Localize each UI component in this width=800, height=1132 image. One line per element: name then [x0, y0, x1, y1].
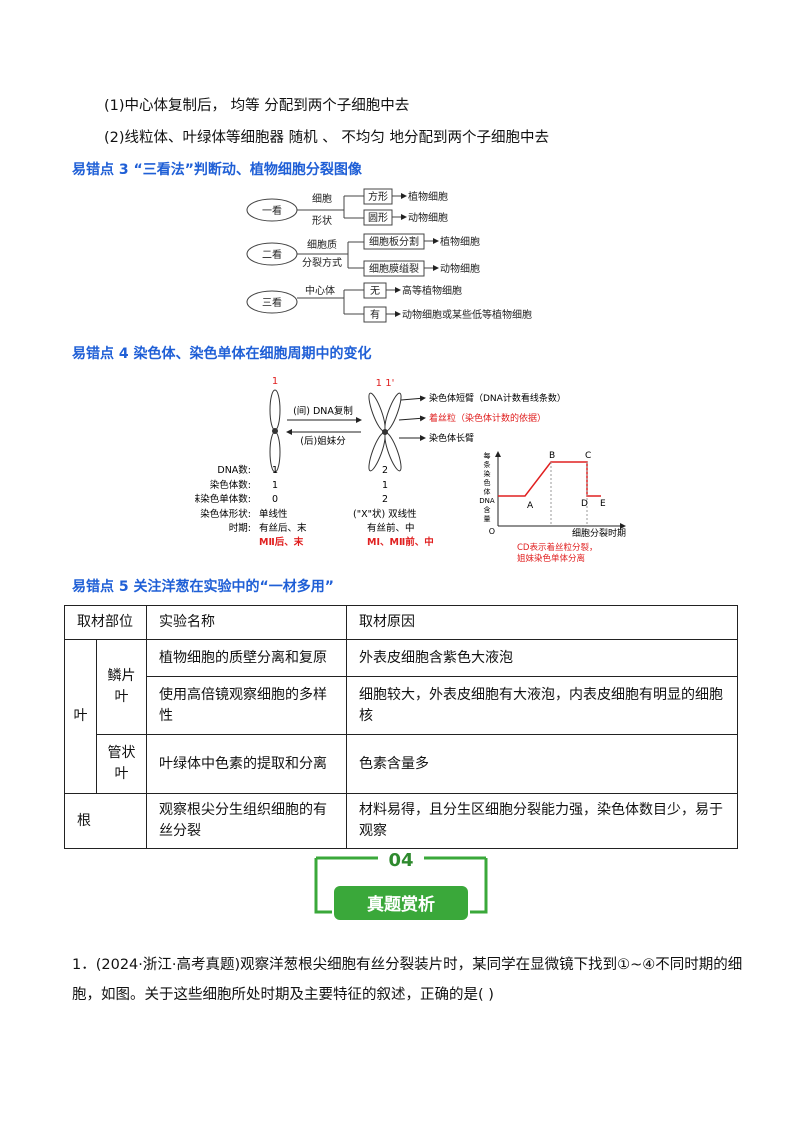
- single-chromosome: [269, 389, 281, 473]
- arrow-bottom-text: (后)姐妹分: [300, 435, 346, 447]
- graph-ylabel-char: 体: [484, 487, 491, 496]
- tube-leaf-cell: 管状 叶: [96, 734, 147, 794]
- graph-ylabel-char: 每: [484, 451, 491, 460]
- look2-box2: 细胞膜缢裂: [369, 262, 419, 275]
- row-dna-label: DNA数:: [217, 464, 251, 476]
- look1-box1: 方形: [368, 190, 388, 203]
- graph-ylabel-char: 色: [484, 478, 491, 487]
- section4-heading: 易错点 4 染色体、染色单体在细胞周期中的变化: [72, 346, 372, 362]
- row-chromatid-left: 0: [272, 494, 278, 505]
- look3-result1: 高等植物细胞: [402, 284, 462, 297]
- onion-experiments-table: 取材部位 实验名称 取材原因 叶 鳞片 叶 植物细胞的质壁分离和复原 外表皮细胞…: [64, 605, 738, 849]
- banner-title: 真题赏析: [367, 894, 435, 915]
- red-period-left: MⅡ后、末: [259, 536, 304, 548]
- row-chromosome-left: 1: [272, 480, 278, 491]
- look1-text: 一看: [262, 204, 282, 217]
- look1-result2: 动物细胞: [408, 211, 448, 224]
- table-header: 实验名称: [146, 605, 347, 640]
- look3-text: 三看: [262, 296, 282, 309]
- shape-right: ("X"状) 双线性: [353, 508, 417, 520]
- leaf-cell: 叶: [64, 639, 97, 794]
- period-left: 有丝后、末: [259, 522, 307, 534]
- banner-title-bg: [334, 886, 468, 920]
- arrow-top-text: (间) DNA复制: [293, 405, 353, 417]
- scale-leaf-cell: 鳞片 叶: [96, 639, 147, 735]
- look3-label: 中心体: [305, 284, 335, 297]
- look2-label-a: 细胞质: [307, 238, 337, 251]
- look3-box2: 有: [370, 308, 380, 321]
- question-text: 1．(2024·浙江·高考真题)观察洋葱根尖细胞有丝分裂装片时，某同学在显微镜下…: [72, 957, 743, 1003]
- red-period-right: MⅠ、MⅡ前、中: [367, 536, 434, 548]
- root-cell: 根: [64, 793, 147, 849]
- graph-origin: O: [489, 527, 495, 536]
- graph-ylabel-char: 染: [484, 469, 491, 478]
- graph-xlabel: 细胞分裂时期: [572, 527, 626, 539]
- period-right: 有丝前、中: [367, 522, 415, 534]
- shape-label: 染色体形状:: [200, 508, 251, 520]
- table-cell: 细胞较大，外表皮细胞有大液泡，内表皮细胞有明显的细胞核: [346, 676, 738, 735]
- table-cell: 植物细胞的质壁分离和复原: [146, 639, 347, 677]
- chromosome-change-figure: 1 1 1' (间) DNA复制 (后)姐妹分 染色体短臂（DNA计数看线条数）…: [195, 376, 626, 564]
- chromosome-label-1: 1: [272, 376, 278, 387]
- table-cell: 观察根尖分生组织细胞的有丝分裂: [146, 793, 347, 849]
- section-banner: 04 真题赏析: [314, 850, 488, 920]
- point-b: B: [549, 451, 555, 461]
- look3-box1: 无: [370, 286, 380, 297]
- look2-label-b: 分裂方式: [302, 256, 342, 269]
- right-label-1: 染色体短臂（DNA计数看线条数）: [429, 392, 566, 404]
- look1-label-b: 形状: [312, 214, 332, 227]
- intro-line-2: (2)线粒体、叶绿体等细胞器 随机 、 不均匀 地分配到两个子细胞中去: [104, 130, 549, 146]
- graph-ylabel-char: 条: [484, 460, 491, 469]
- look2-text: 二看: [262, 248, 282, 261]
- point-e: E: [600, 499, 606, 509]
- graph-ylabel-char: 量: [484, 515, 491, 523]
- intro-line-1: (1)中心体复制后， 均等 分配到两个子细胞中去: [104, 98, 410, 114]
- graph-ylabel-char: DNA: [479, 497, 495, 505]
- table-cell: 使用高倍镜观察细胞的多样性: [146, 676, 347, 735]
- point-d: D: [581, 499, 588, 509]
- period-label: 时期:: [229, 522, 251, 534]
- graph-note-2: 姐妹染色单体分离: [517, 553, 585, 564]
- look3-result2: 动物细胞或某些低等植物细胞: [402, 308, 532, 321]
- table-cell: 外表皮细胞含紫色大液泡: [346, 639, 738, 677]
- right-label-2: 着丝粒（染色体计数的依据）: [429, 412, 546, 424]
- three-look-diagram: 一看 二看 三看 细胞 形状 细胞质 分裂方式 中心体 方形 圆形 细胞板分割 …: [246, 188, 532, 323]
- table-row: 管状 叶 叶绿体中色素的提取和分离 色素含量多: [65, 734, 738, 794]
- look2-result1: 植物细胞: [440, 235, 480, 248]
- table-row: 使用高倍镜观察细胞的多样性 细胞较大，外表皮细胞有大液泡，内表皮细胞有明显的细胞…: [65, 676, 738, 735]
- section3-heading: 易错点 3 “三看法”判断动、植物细胞分裂图像: [72, 162, 362, 178]
- table-cell: 材料易得，且分生区细胞分裂能力强，染色体数目少，易于观察: [346, 793, 738, 849]
- right-label-3: 染色体长臂: [429, 432, 474, 444]
- table-row: 根 观察根尖分生组织细胞的有丝分裂 材料易得，且分生区细胞分裂能力强，染色体数目…: [64, 793, 738, 849]
- shape-left: 单线性: [259, 508, 288, 520]
- table-header-row: 取材部位 实验名称 取材原因: [64, 605, 738, 640]
- row-chromatid-label: 姐妹染色单体数:: [195, 493, 251, 505]
- table-cell: 叶绿体中色素的提取和分离: [146, 734, 347, 794]
- row-chromosome-label: 染色体数:: [210, 479, 251, 491]
- dna-curve: [498, 461, 601, 497]
- look2-box1: 细胞板分割: [369, 235, 419, 248]
- look1-box2: 圆形: [368, 212, 388, 224]
- point-a: A: [527, 501, 534, 511]
- banner-number: 04: [388, 850, 413, 871]
- section5-heading: 易错点 5 关注洋葱在实验中的“一材多用”: [72, 579, 334, 595]
- row-chromatid-right: 2: [382, 494, 388, 505]
- row-dna-right: 2: [382, 465, 388, 476]
- look3-oval: [246, 290, 298, 314]
- graph-ylabel-char: 含: [484, 505, 491, 514]
- look1-label-a: 细胞: [312, 192, 332, 205]
- table-header: 取材部位: [64, 605, 147, 640]
- table-row: 叶 鳞片 叶 植物细胞的质壁分离和复原 外表皮细胞含紫色大液泡: [64, 639, 738, 794]
- table-header: 取材原因: [346, 605, 738, 640]
- table-cell: 色素含量多: [346, 734, 738, 794]
- look1-result1: 植物细胞: [408, 190, 448, 203]
- chromosome-label-pair: 1 1': [376, 378, 395, 389]
- row-chromosome-right: 1: [382, 480, 388, 491]
- look2-result2: 动物细胞: [440, 262, 480, 275]
- double-chromosome: [368, 392, 402, 472]
- graph-note-1: CD表示着丝粒分裂，: [517, 542, 597, 553]
- point-c: C: [585, 451, 591, 461]
- row-dna-left: 1: [272, 465, 278, 476]
